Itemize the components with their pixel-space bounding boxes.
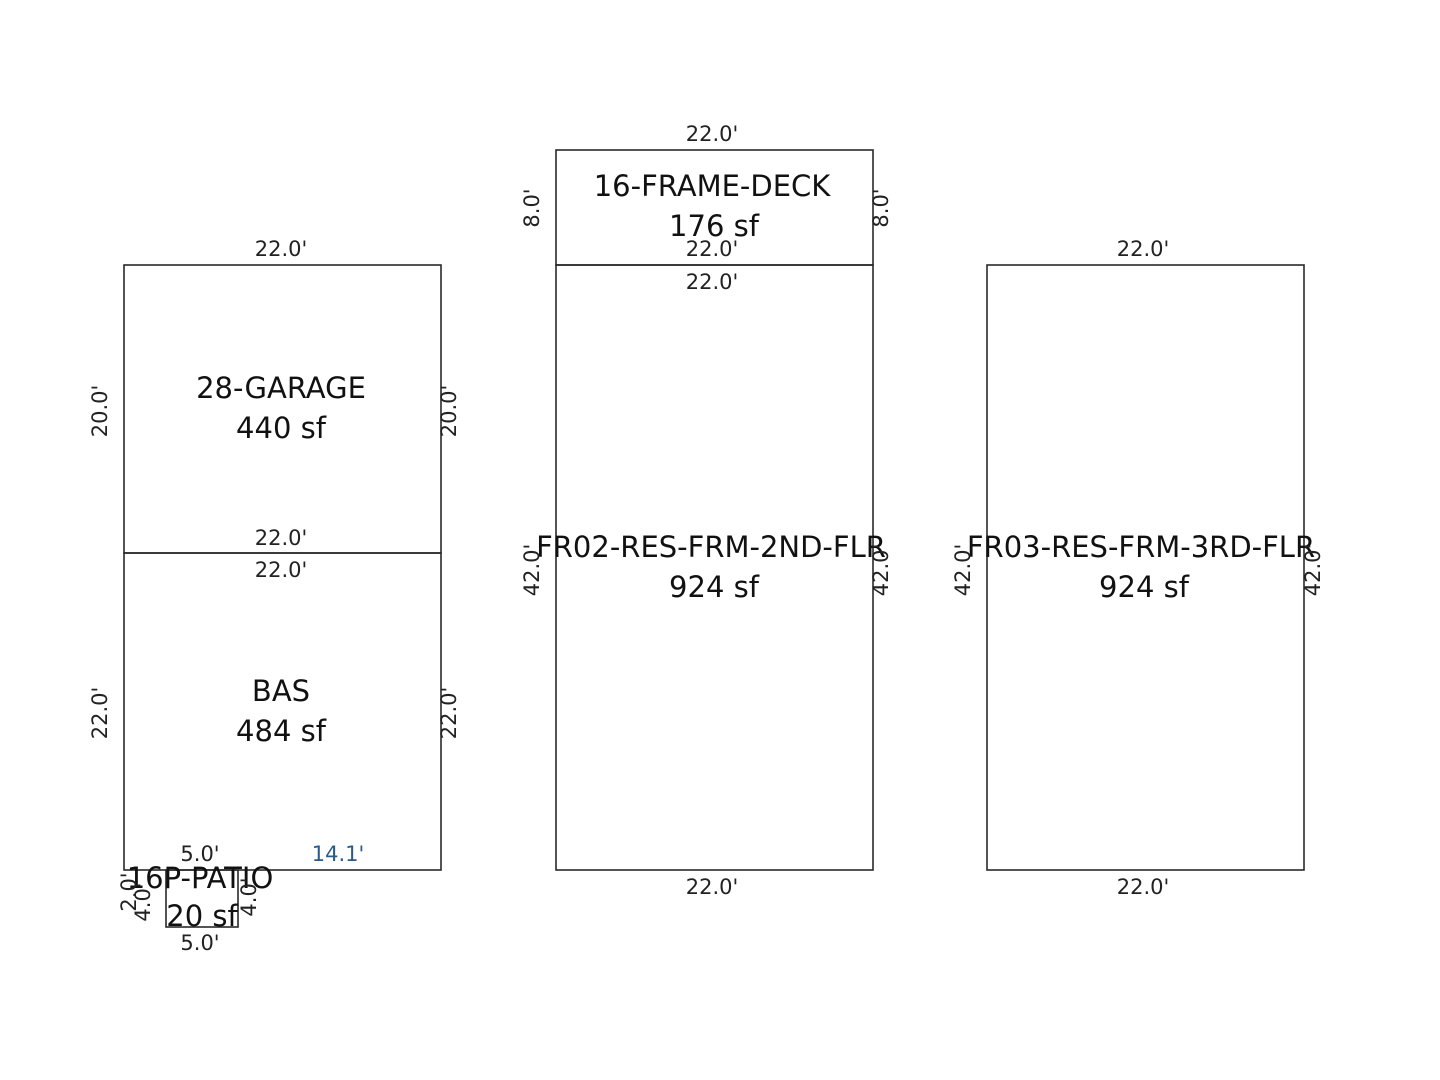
patio-outline — [165, 869, 239, 928]
second-floor-right-dimension: 42.0' — [869, 544, 893, 597]
garage-top-dimension: 22.0' — [255, 237, 308, 261]
third-floor-top-dimension: 22.0' — [1117, 237, 1170, 261]
patio-left-outer-dimension: 2.0' — [117, 872, 141, 911]
bas-bottom-left-dimension: 5.0' — [180, 842, 219, 866]
deck-right-dimension: 8.0' — [869, 188, 893, 227]
patio-label: 16P-PATIO — [127, 861, 274, 895]
patio-bottom-dimension: 5.0' — [180, 931, 219, 955]
garage-outline — [123, 264, 442, 554]
bas-bottom-right-dimension: 14.1' — [312, 842, 365, 866]
bas-left-dimension: 22.0' — [88, 687, 112, 740]
deck-left-dimension: 8.0' — [520, 188, 544, 227]
patio-left-dimension: 4.0' — [131, 882, 155, 921]
second-floor-top-dimension: 22.0' — [686, 270, 739, 294]
third-floor-bottom-dimension: 22.0' — [1117, 875, 1170, 899]
garage-label: 28-GARAGE — [196, 371, 366, 405]
deck-area: 16-FRAME-DECK 176 sf 22.0' 22.0' 8.0' 8.… — [520, 122, 893, 266]
deck-top-dimension: 22.0' — [686, 122, 739, 146]
second-floor-outline — [555, 264, 874, 871]
deck-label: 16-FRAME-DECK — [594, 169, 832, 203]
patio-right-dimension: 4.0' — [237, 877, 261, 916]
second-floor-label: FR02-RES-FRM-2ND-FLR — [536, 530, 886, 564]
bas-area-size: 484 sf — [236, 714, 327, 748]
third-floor-area-size: 924 sf — [1099, 570, 1190, 604]
bas-top-dimension: 22.0' — [255, 558, 308, 582]
third-floor-right-dimension: 42.0' — [1301, 544, 1325, 597]
third-floor-label: FR03-RES-FRM-3RD-FLR — [967, 530, 1315, 564]
patio-area: 16P-PATIO 20 sf 5.0' 2.0' 4.0' 4.0' — [117, 861, 273, 955]
deck-bottom-dimension: 22.0' — [686, 237, 739, 261]
garage-right-dimension: 20.0' — [437, 385, 461, 438]
garage-bottom-dimension: 22.0' — [255, 526, 308, 550]
third-floor-outline — [986, 264, 1305, 871]
garage-left-dimension: 20.0' — [88, 385, 112, 438]
bas-right-dimension: 22.0' — [437, 687, 461, 740]
garage-area: 28-GARAGE 440 sf 22.0' 22.0' 20.0' 20.0' — [88, 237, 461, 554]
bas-area: BAS 484 sf 22.0' 22.0' 22.0' 5.0' 14.1' — [88, 552, 461, 871]
second-floor-area-size: 924 sf — [669, 570, 760, 604]
third-floor-left-dimension: 42.0' — [951, 544, 975, 597]
bas-outline — [123, 552, 442, 871]
second-floor-bottom-dimension: 22.0' — [686, 875, 739, 899]
second-floor-left-dimension: 42.0' — [520, 544, 544, 597]
second-floor-area: FR02-RES-FRM-2ND-FLR 924 sf 22.0' 22.0' … — [520, 264, 893, 899]
patio-area-size: 20 sf — [166, 899, 238, 933]
garage-area-size: 440 sf — [236, 411, 327, 445]
bas-label: BAS — [252, 674, 310, 708]
third-floor-area: FR03-RES-FRM-3RD-FLR 924 sf 22.0' 22.0' … — [951, 237, 1325, 899]
deck-area-size: 176 sf — [669, 209, 760, 243]
